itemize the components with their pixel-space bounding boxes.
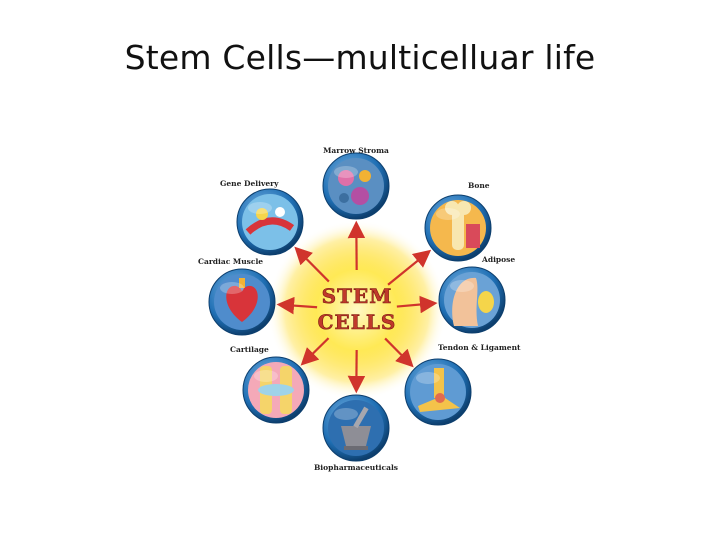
node-shine xyxy=(450,280,474,292)
node-adipose: Adipose xyxy=(438,255,515,334)
node-shine xyxy=(436,208,460,220)
node-marrow-stroma: Marrow Stroma xyxy=(322,146,390,220)
node-shine xyxy=(416,372,440,384)
center-label: STEM CELLS xyxy=(317,284,397,335)
node-shine xyxy=(334,166,358,178)
node-cartilage: Cartilage xyxy=(230,345,310,424)
node-label: Marrow Stroma xyxy=(323,146,389,155)
node-shine xyxy=(334,408,358,420)
node-gene-delivery: Gene Delivery xyxy=(220,179,304,256)
center-label-line1: STEM xyxy=(322,284,393,308)
node-label: Adipose xyxy=(481,255,515,264)
node-label: Bone xyxy=(468,181,490,190)
bone-icon xyxy=(430,200,486,256)
node-mortar-pestle: Biopharmaceuticals xyxy=(314,394,398,472)
arrows-group xyxy=(276,220,438,394)
arrow-to-bone xyxy=(387,249,432,286)
gene-delivery-icon xyxy=(242,194,298,250)
node-shine xyxy=(254,370,278,382)
node-shine xyxy=(220,282,244,294)
center-label-line2: CELLS xyxy=(318,310,397,334)
node-label: Tendon & Ligament xyxy=(438,343,521,352)
marrow-stroma-icon xyxy=(328,158,384,214)
node-shine xyxy=(248,202,272,214)
node-bone: Bone xyxy=(424,181,492,262)
tendon-ligament-icon xyxy=(410,364,466,420)
node-tendon-ligament: Tendon & Ligament xyxy=(404,343,521,426)
node-label: Cardiac Muscle xyxy=(198,257,263,266)
heart-icon xyxy=(214,274,270,330)
arrow-to-cartilage xyxy=(300,337,330,366)
arrow-to-gene-delivery xyxy=(294,246,330,283)
mortar-pestle-icon xyxy=(328,400,384,456)
arrow-to-adipose xyxy=(396,295,438,314)
node-label: Cartilage xyxy=(230,345,269,354)
arrow-to-heart xyxy=(276,296,318,315)
arrow-to-tendon-ligament xyxy=(384,337,414,368)
cartilage-icon xyxy=(248,362,304,418)
slide-title: Stem Cells—multicelluar life xyxy=(124,38,596,77)
node-heart: Cardiac Muscle xyxy=(198,257,276,336)
adipose-icon xyxy=(444,272,500,328)
node-label: Biopharmaceuticals xyxy=(314,463,398,472)
node-label: Gene Delivery xyxy=(220,179,279,188)
